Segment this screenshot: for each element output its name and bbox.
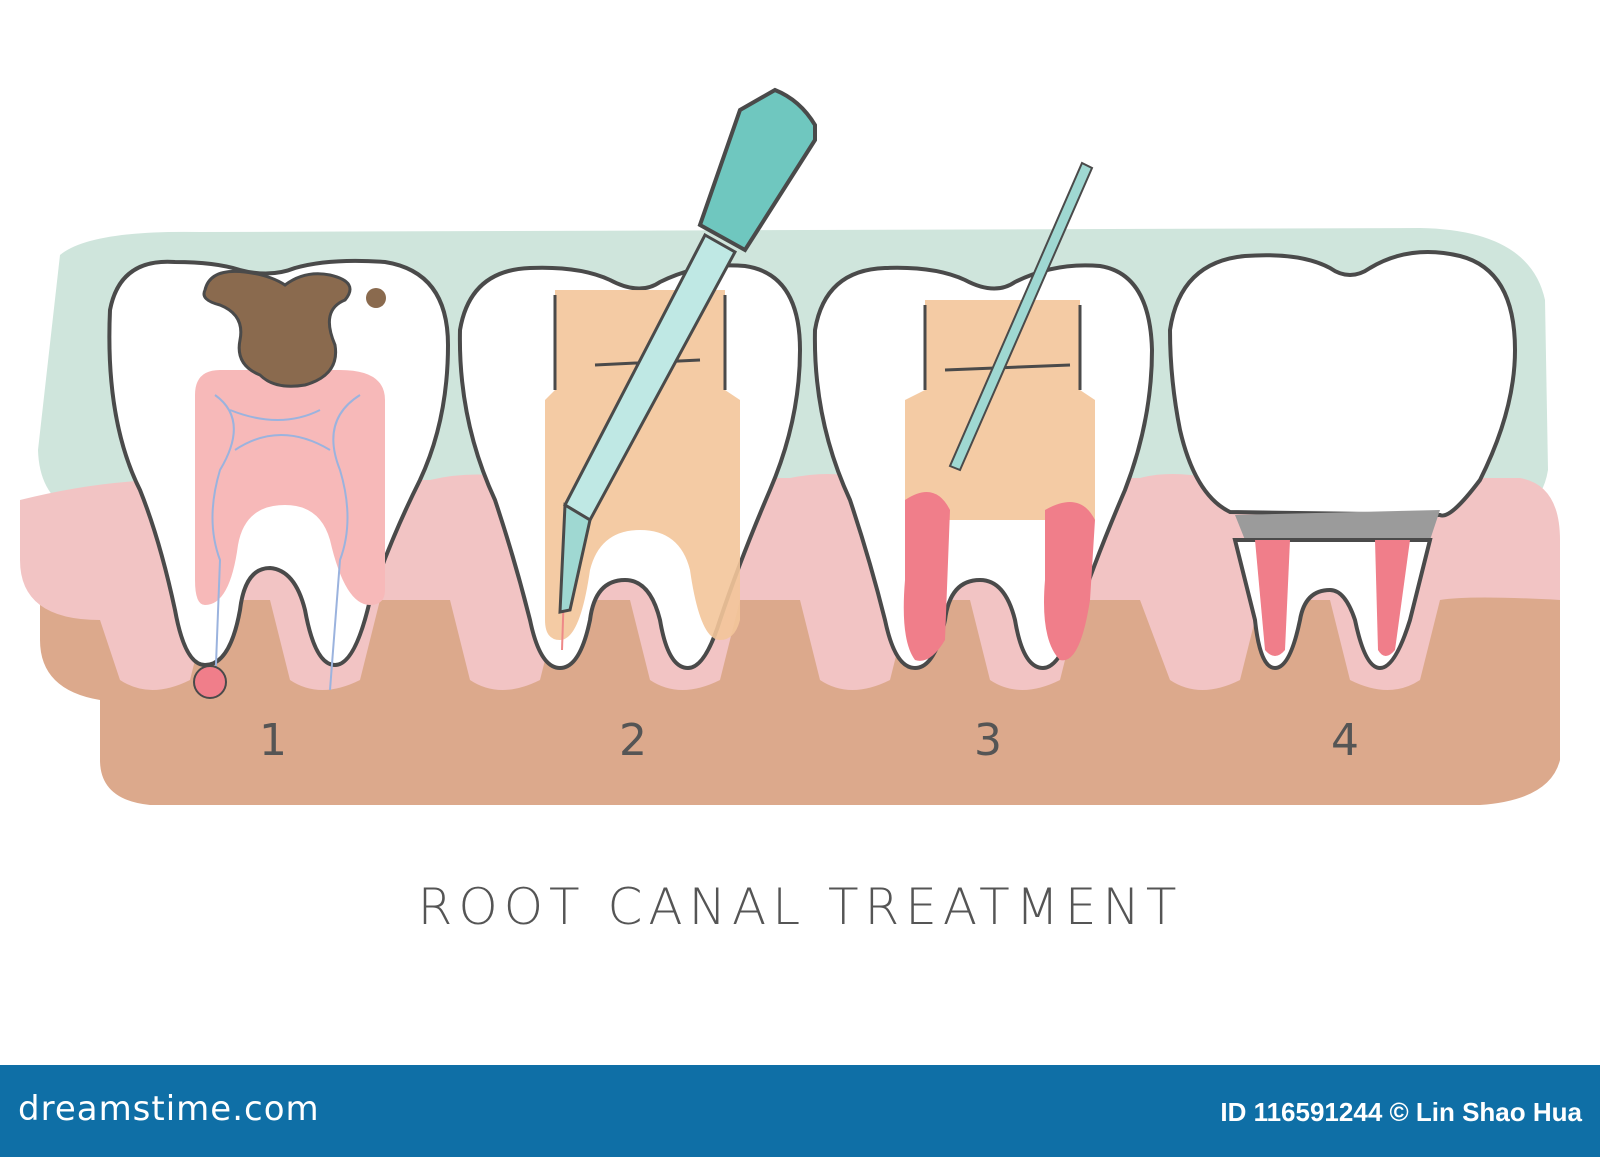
step-number-2: 2 bbox=[619, 715, 647, 766]
tooth-1 bbox=[107, 258, 451, 699]
tooth-2 bbox=[457, 87, 817, 671]
tooth-3-canal-right bbox=[1044, 502, 1095, 661]
site-name[interactable]: dreamstime.com bbox=[18, 1089, 320, 1129]
tooth-3-chamber-line bbox=[923, 305, 1082, 390]
step-number-3: 3 bbox=[974, 715, 1002, 766]
tooth-3-filling bbox=[905, 300, 1095, 520]
footer-bar: dreamstime.com ID 116591244 © Lin Shao H… bbox=[0, 1065, 1600, 1157]
page-title: ROOT CANAL TREATMENT bbox=[417, 878, 1183, 936]
step-number-4: 4 bbox=[1331, 715, 1359, 766]
tooth-4-canal-left bbox=[1255, 540, 1290, 656]
tooth-1-pulp bbox=[195, 370, 385, 605]
image-credit: ID 116591244 © Lin Shao Hua bbox=[1220, 1097, 1582, 1127]
filling-instrument bbox=[948, 161, 1094, 472]
tooth-1-decay-spot bbox=[366, 288, 386, 308]
tooth-4-crown bbox=[1167, 250, 1518, 518]
tooth-1-nerves bbox=[211, 394, 361, 691]
tooth-1-abscess bbox=[193, 665, 227, 699]
root-canal-illustration: 1 2 3 4 bbox=[20, 87, 1560, 805]
tooth-4-crown-base bbox=[1235, 510, 1440, 540]
tooth-2-filling bbox=[545, 290, 740, 640]
tooth-4-canal-right bbox=[1375, 540, 1410, 656]
gum bbox=[20, 474, 1560, 690]
dental-file-instrument bbox=[558, 87, 817, 614]
step-number-1: 1 bbox=[259, 715, 287, 766]
tooth-3 bbox=[812, 161, 1155, 671]
tooth-1-decay bbox=[202, 269, 352, 388]
tooth-4 bbox=[1167, 250, 1518, 671]
tooth-3-canal-left bbox=[903, 492, 950, 661]
